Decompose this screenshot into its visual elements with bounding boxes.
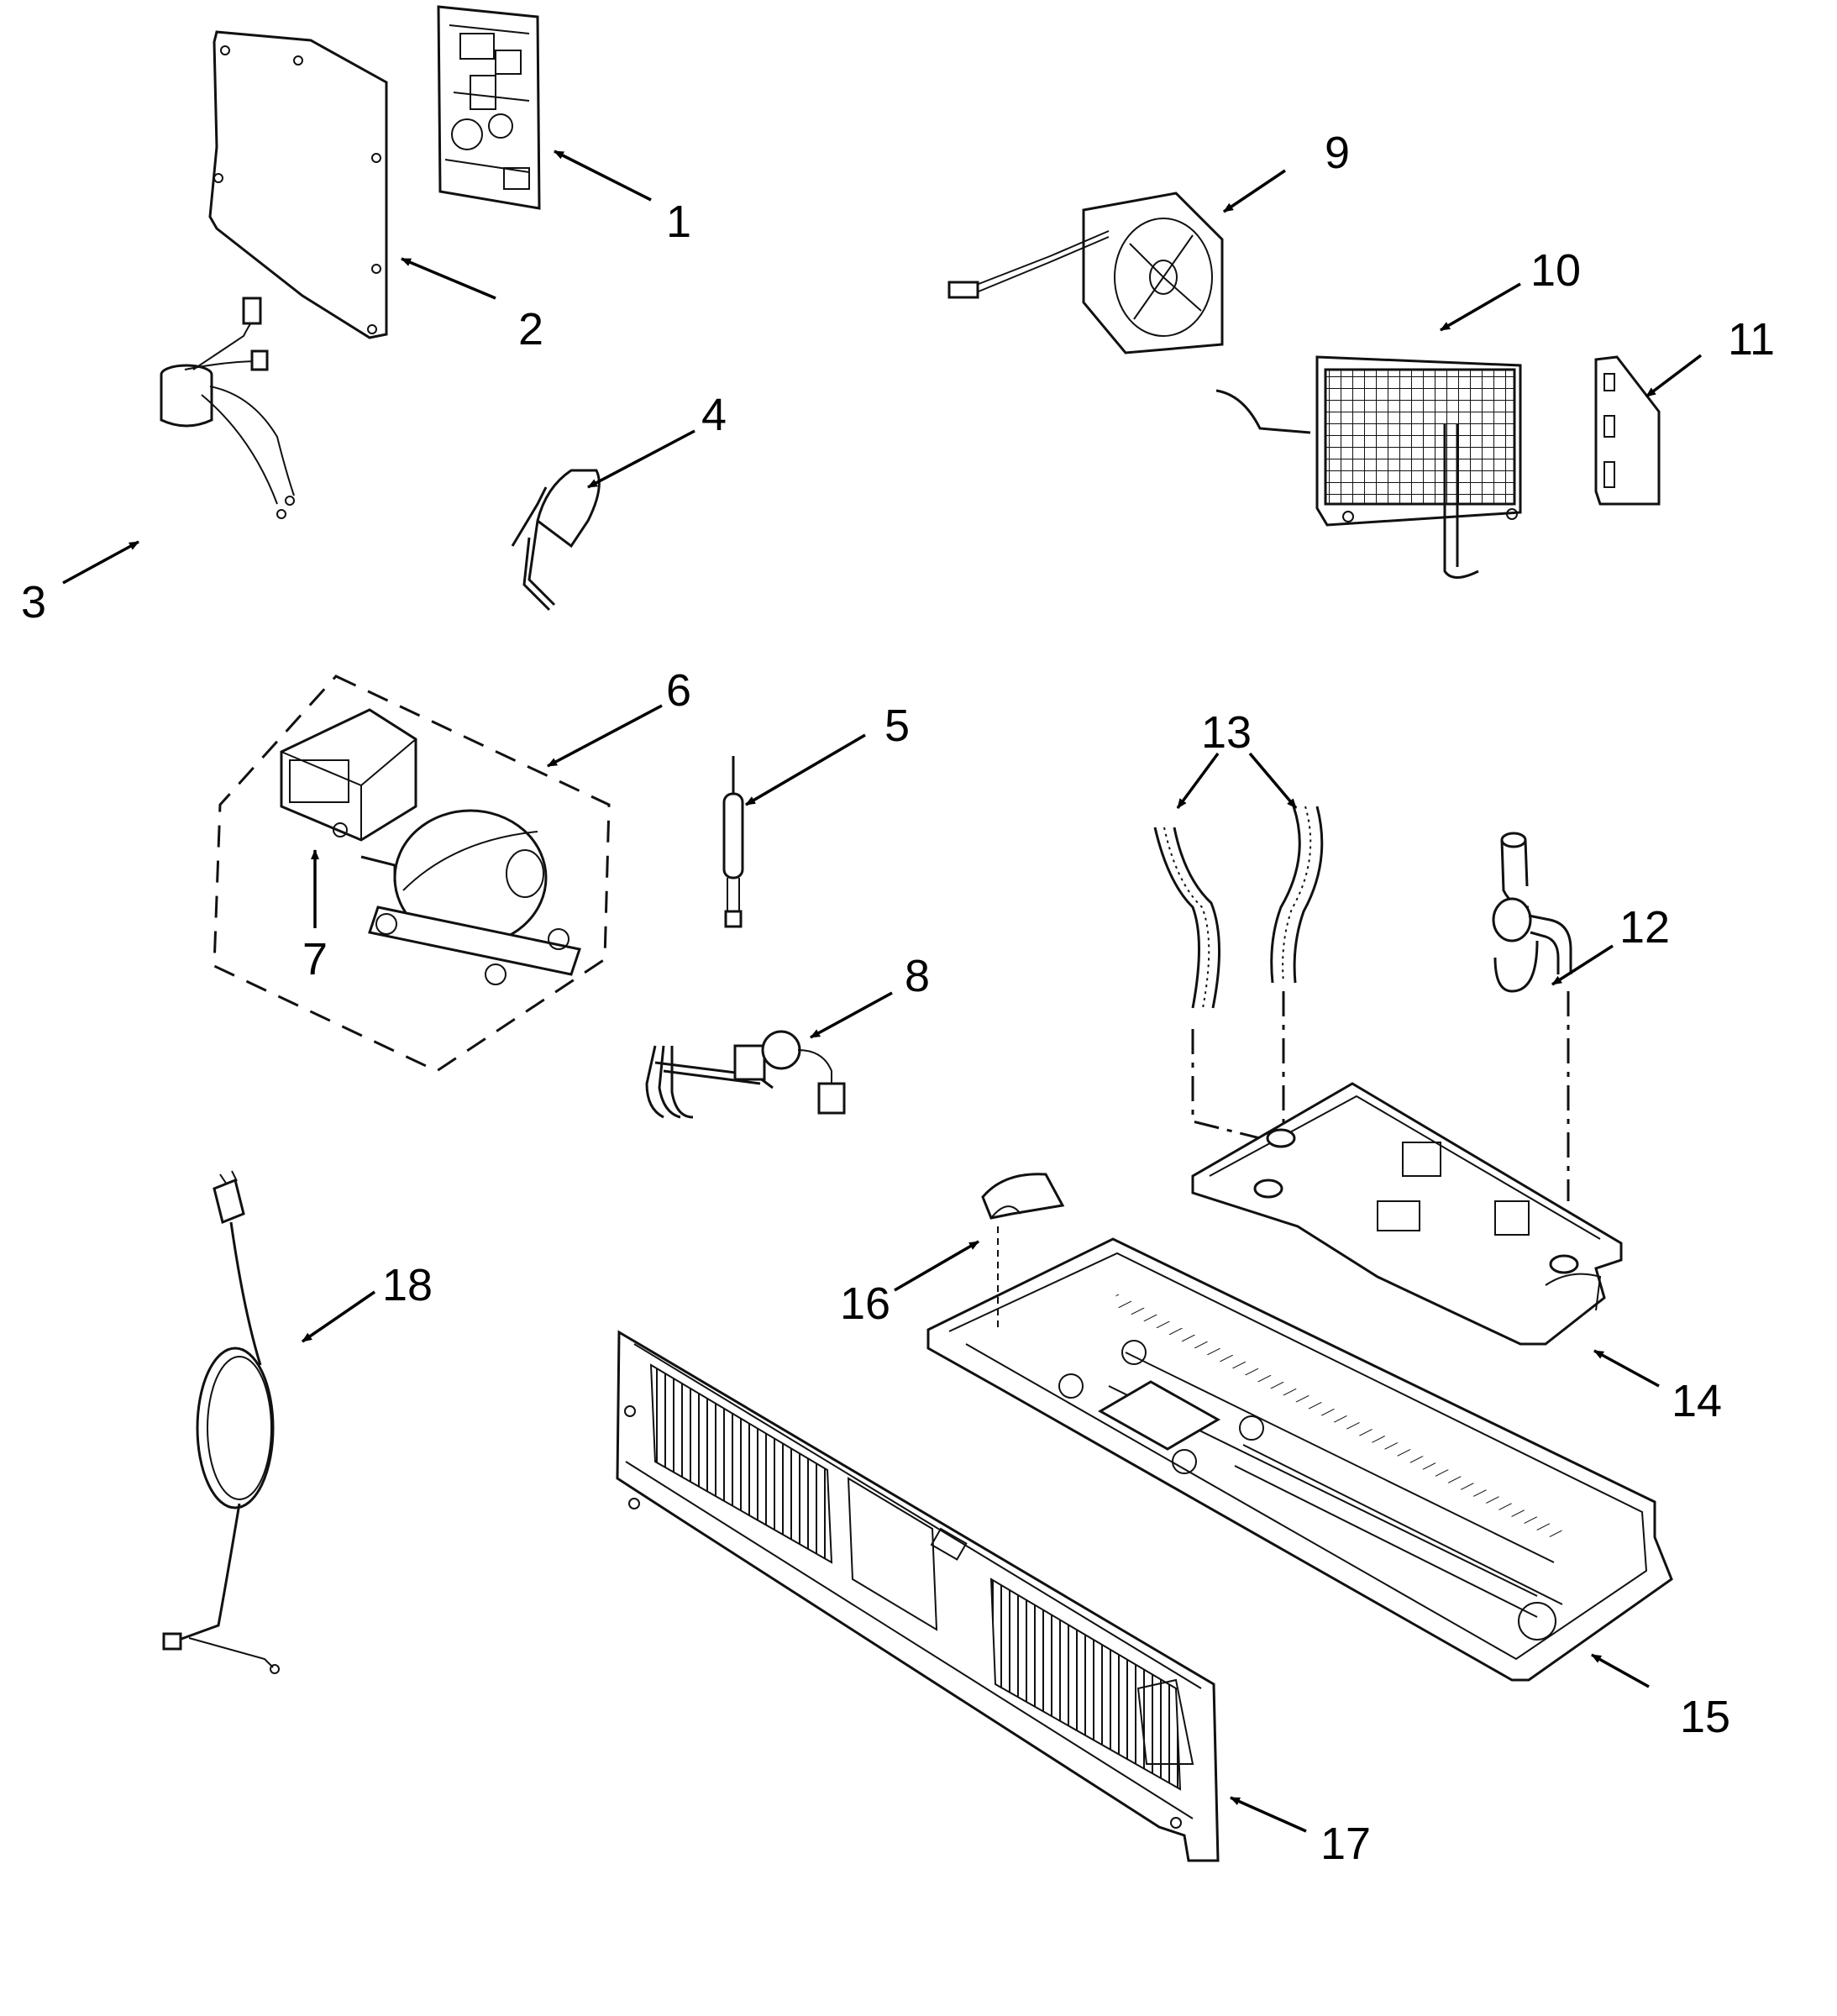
- callout-arrow-13b: [1248, 752, 1298, 810]
- callout-label-3: 3: [21, 577, 46, 627]
- callout-label-18: 18: [382, 1260, 433, 1310]
- part-16-cap[interactable]: [981, 1173, 1065, 1327]
- part-14-drain-pan[interactable]: [1191, 1082, 1623, 1346]
- callout-label-6: 6: [666, 665, 691, 716]
- part-3-capacitor[interactable]: [160, 297, 295, 519]
- callout-arrow-1: [554, 150, 652, 202]
- callout-arrow-10: [1440, 282, 1521, 332]
- part-12-drain-trap[interactable]: [1492, 832, 1572, 993]
- callout-arrow-17: [1230, 1796, 1307, 1833]
- callout-label-11: 11: [1728, 314, 1775, 365]
- callout-arrow-18: [302, 1290, 375, 1343]
- callout-arrows: [62, 150, 1703, 1833]
- callout-arrow-15: [1591, 1653, 1650, 1688]
- callout-arrow-16: [894, 1240, 979, 1292]
- callout-arrow-2: [401, 257, 496, 300]
- callout-labels: 1 2 3 4 5 6 7 8 9 10 11 12 13 14 15 16 1…: [21, 128, 1775, 1869]
- part-1-control-board[interactable]: [437, 5, 541, 210]
- callout-label-8: 8: [905, 951, 930, 1001]
- callout-arrow-5: [745, 733, 866, 806]
- part-7-start-relay[interactable]: [280, 708, 417, 842]
- part-18-power-cord[interactable]: [162, 1170, 280, 1674]
- callout-label-7: 7: [302, 934, 328, 984]
- callout-label-4: 4: [701, 390, 727, 440]
- callout-label-9: 9: [1325, 128, 1350, 178]
- part-17-grille-panel[interactable]: [616, 1330, 1220, 1862]
- callout-arrow-13a: [1176, 752, 1220, 810]
- callout-arrow-4: [587, 429, 695, 489]
- part-2-cover-panel[interactable]: [208, 30, 388, 339]
- callout-arrow-12: [1551, 944, 1614, 986]
- part-5-sensor[interactable]: [722, 756, 744, 928]
- callout-arrow-6: [547, 704, 663, 768]
- part-13-drain-hoses[interactable]: [1153, 806, 1570, 1201]
- part-9-condenser-fan[interactable]: [947, 192, 1224, 354]
- callout-label-12: 12: [1619, 902, 1670, 953]
- part-11-bracket[interactable]: [1594, 355, 1661, 506]
- part-15-base-pan[interactable]: [926, 1237, 1673, 1682]
- callout-arrow-9: [1223, 169, 1286, 213]
- callout-label-2: 2: [518, 304, 543, 354]
- part-6-compressor-assembly[interactable]: [213, 675, 611, 1073]
- callout-arrow-8: [810, 991, 893, 1039]
- callout-arrow-3: [62, 540, 139, 585]
- callout-arrow-14: [1593, 1349, 1660, 1388]
- callout-label-17: 17: [1320, 1819, 1371, 1869]
- callout-label-13: 13: [1201, 707, 1252, 758]
- part-10-condenser[interactable]: [1215, 355, 1522, 579]
- callout-label-10: 10: [1530, 245, 1581, 296]
- callout-label-15: 15: [1680, 1692, 1730, 1742]
- callout-label-1: 1: [666, 197, 691, 247]
- callout-label-14: 14: [1672, 1376, 1722, 1426]
- callout-label-16: 16: [840, 1278, 890, 1329]
- part-8-wire-harness[interactable]: [645, 1030, 846, 1119]
- callout-label-5: 5: [884, 701, 910, 751]
- part-4-tube[interactable]: [511, 469, 601, 612]
- callout-arrow-11: [1645, 354, 1703, 398]
